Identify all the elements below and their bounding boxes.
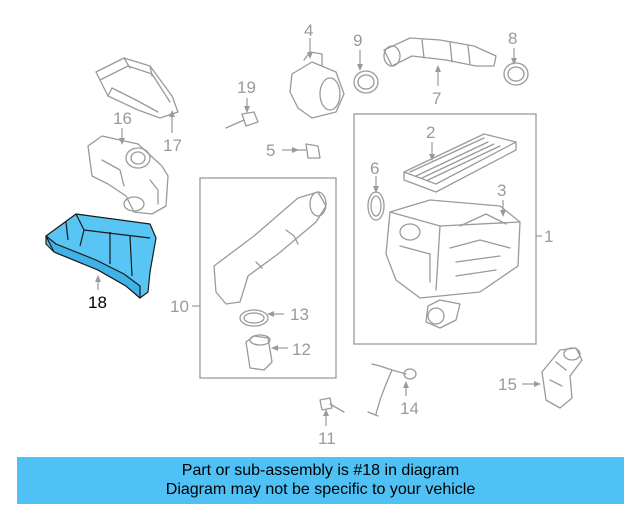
parts-diagram: 17 16 18 19 4 5 bbox=[45, 21, 583, 448]
assembly-1-frame bbox=[353, 113, 537, 345]
callout-2: 2 bbox=[426, 123, 435, 142]
part-13-clamp[interactable] bbox=[239, 309, 269, 327]
caption-line-2: Diagram may not be specific to your vehi… bbox=[165, 481, 476, 498]
part-18-air-guide[interactable] bbox=[45, 213, 157, 299]
part-8-clamp[interactable] bbox=[503, 62, 529, 86]
callout-7: 7 bbox=[432, 89, 441, 108]
part-11-bolt[interactable] bbox=[319, 397, 345, 413]
callout-11: 11 bbox=[318, 429, 336, 448]
part-5-bolt[interactable] bbox=[293, 143, 321, 159]
caption-line-1: Part or sub-assembly is #18 in diagram bbox=[181, 462, 460, 479]
callout-17: 17 bbox=[163, 136, 182, 155]
callout-3: 3 bbox=[497, 181, 506, 200]
part-16-resonator[interactable] bbox=[87, 135, 169, 215]
callout-4: 4 bbox=[304, 21, 313, 40]
callout-10: 10 bbox=[170, 297, 189, 316]
part-3-air-cleaner-housing[interactable] bbox=[385, 199, 521, 329]
part-19-bolt[interactable] bbox=[225, 111, 259, 129]
part-17-intake-duct[interactable] bbox=[95, 57, 179, 119]
callout-5: 5 bbox=[266, 141, 275, 160]
part-4-maf-sensor[interactable] bbox=[289, 51, 345, 119]
callout-6: 6 bbox=[370, 159, 379, 178]
callout-14: 14 bbox=[400, 399, 419, 418]
part-6-seal[interactable] bbox=[367, 191, 385, 221]
callout-16: 16 bbox=[113, 109, 132, 128]
callout-8: 8 bbox=[508, 29, 517, 48]
callout-18: 18 bbox=[88, 293, 107, 312]
part-9-clamp[interactable] bbox=[353, 70, 379, 94]
part-12-coupler[interactable] bbox=[245, 334, 273, 371]
callout-13: 13 bbox=[290, 305, 309, 324]
callout-12: 12 bbox=[292, 340, 311, 359]
callout-15: 15 bbox=[498, 375, 517, 394]
part-2-air-filter[interactable] bbox=[403, 133, 517, 193]
callout-19: 19 bbox=[237, 78, 256, 97]
part-14-tube[interactable] bbox=[367, 363, 417, 417]
callout-1: 1 bbox=[544, 227, 553, 246]
part-7-hose[interactable] bbox=[383, 37, 497, 67]
part-10-intake-tube[interactable] bbox=[213, 191, 327, 305]
part-15-hose[interactable] bbox=[541, 347, 583, 409]
caption-banner: Part or sub-assembly is #18 in diagram D… bbox=[17, 457, 624, 504]
callout-9: 9 bbox=[353, 31, 362, 50]
assembly-10-frame bbox=[199, 177, 337, 379]
